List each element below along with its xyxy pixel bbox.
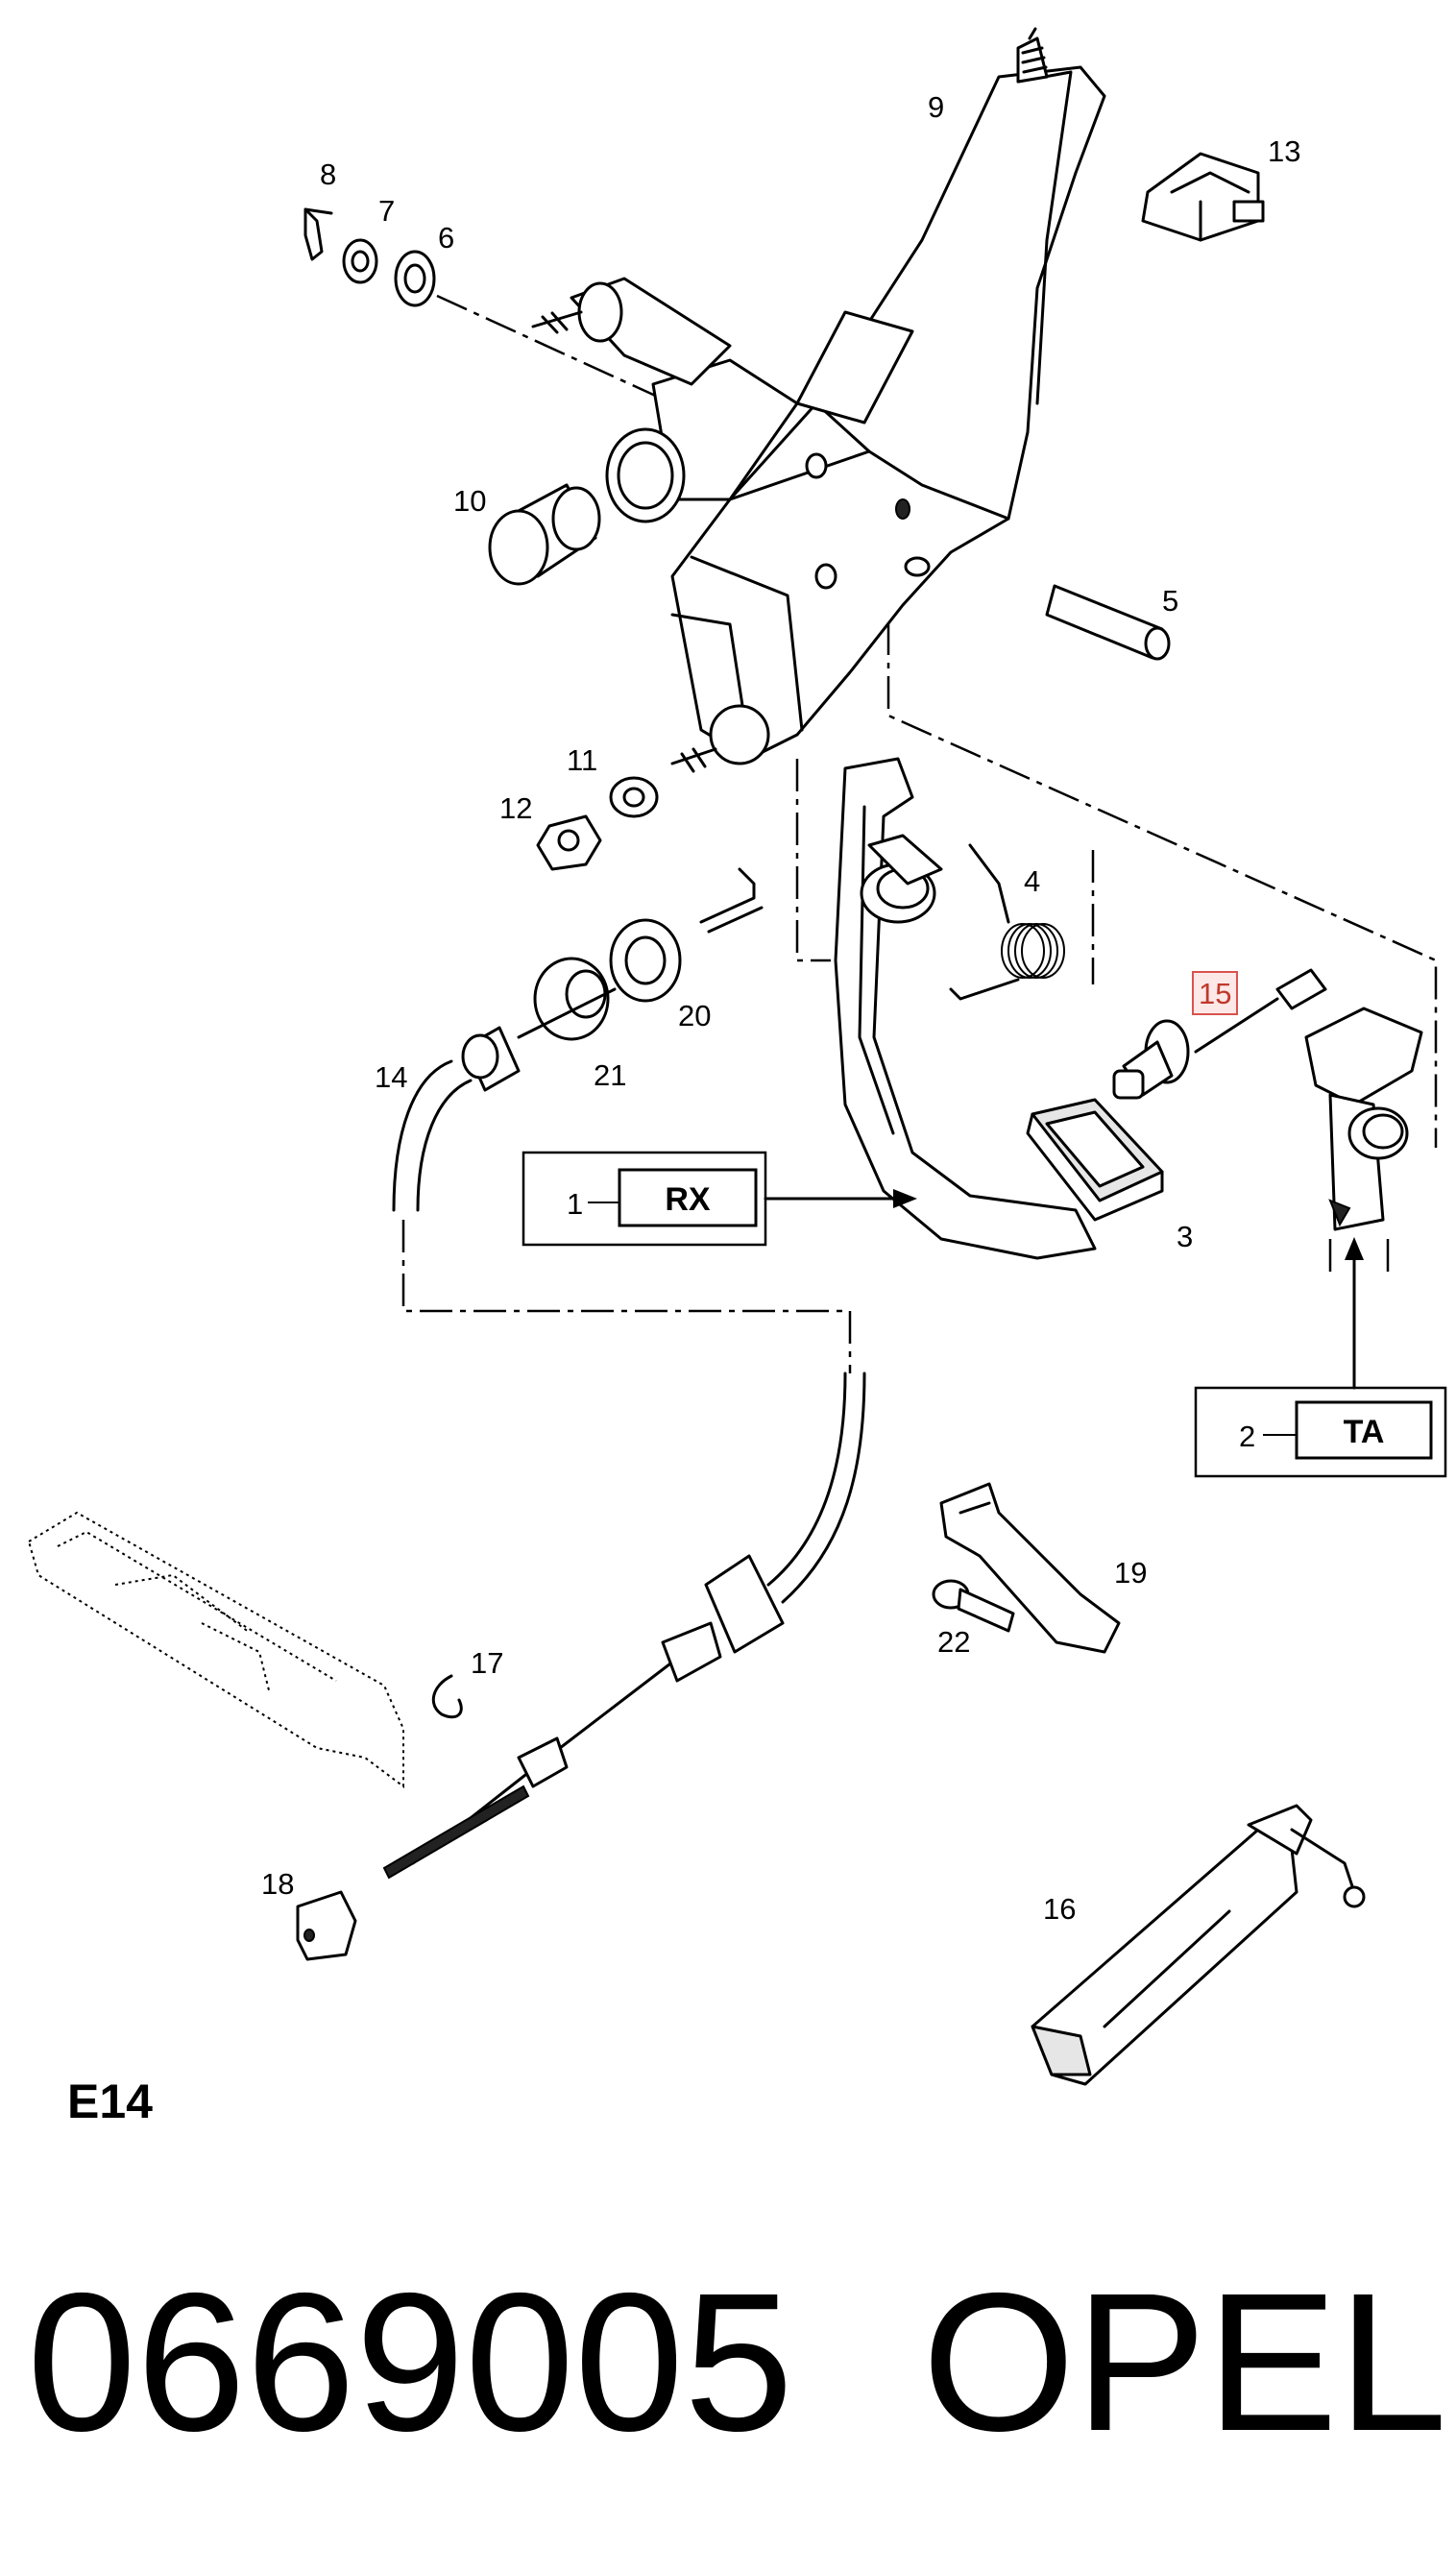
callout-6: 6 xyxy=(438,221,454,255)
callout-3: 3 xyxy=(1177,1220,1193,1253)
screw-part-22 xyxy=(932,1579,1015,1633)
callout-12: 12 xyxy=(499,791,532,825)
callout-10: 10 xyxy=(453,484,486,518)
return-spring-part-4 xyxy=(949,843,1065,1001)
cable-mount-20-21 xyxy=(517,867,764,1041)
callout-4: 4 xyxy=(1024,864,1040,898)
grease-tube-part-16 xyxy=(1031,1804,1366,2086)
callout-21: 21 xyxy=(594,1058,626,1092)
pedal-pad-part-3 xyxy=(1026,1098,1164,1222)
callout-19: 19 xyxy=(1114,1556,1147,1590)
callout-20: 20 xyxy=(678,999,711,1032)
rx-box-ref-number: 1 xyxy=(567,1187,583,1221)
pin-part-5 xyxy=(1045,584,1171,661)
callout-5: 5 xyxy=(1162,584,1178,618)
clutch-cable-part-14 xyxy=(382,1026,866,1880)
callout-8: 8 xyxy=(320,158,336,191)
ta-reference-box: 2 TA xyxy=(1194,1237,1447,1478)
callout-9: 9 xyxy=(928,90,944,124)
fasteners-11-12 xyxy=(536,776,659,871)
pedal-bracket-part-9 xyxy=(531,27,1106,773)
callout-7: 7 xyxy=(378,194,395,228)
callout-22: 22 xyxy=(937,1625,970,1659)
brand-name: OPEL xyxy=(922,2252,1447,2472)
switch-part-15 xyxy=(1112,968,1327,1100)
rx-reference-box: 1 RX xyxy=(522,1151,917,1247)
ta-box-ref-number: 2 xyxy=(1239,1420,1255,1453)
callout-11: 11 xyxy=(567,743,597,777)
clip-part-13 xyxy=(1141,152,1265,242)
clutch-pedal xyxy=(834,757,1097,1260)
callout-15: 15 xyxy=(1199,977,1231,1010)
part-number: 0669005 xyxy=(27,2252,793,2472)
ta-box-label: TA xyxy=(1344,1414,1385,1450)
section-code: E14 xyxy=(67,2075,153,2128)
fasteners-6-7-8 xyxy=(303,207,436,307)
callout-17: 17 xyxy=(471,1646,503,1680)
callout-numbers: 8 7 6 9 13 10 5 11 12 4 15 20 21 14 3 19… xyxy=(261,90,1300,1926)
callout-15-highlight xyxy=(1192,971,1238,1015)
bracket-part-19 xyxy=(939,1482,1121,1654)
bushing-part-10 xyxy=(488,483,601,586)
rx-box-label: RX xyxy=(665,1181,711,1218)
callout-18: 18 xyxy=(261,1867,294,1901)
ta-pedal xyxy=(1304,1007,1423,1231)
callout-16: 16 xyxy=(1043,1892,1076,1926)
callout-13: 13 xyxy=(1268,134,1300,168)
clip-part-17 xyxy=(431,1674,463,1719)
floor-panel-outline xyxy=(27,1511,404,1788)
bush-part-18 xyxy=(296,1890,357,1961)
callout-14: 14 xyxy=(375,1060,407,1094)
